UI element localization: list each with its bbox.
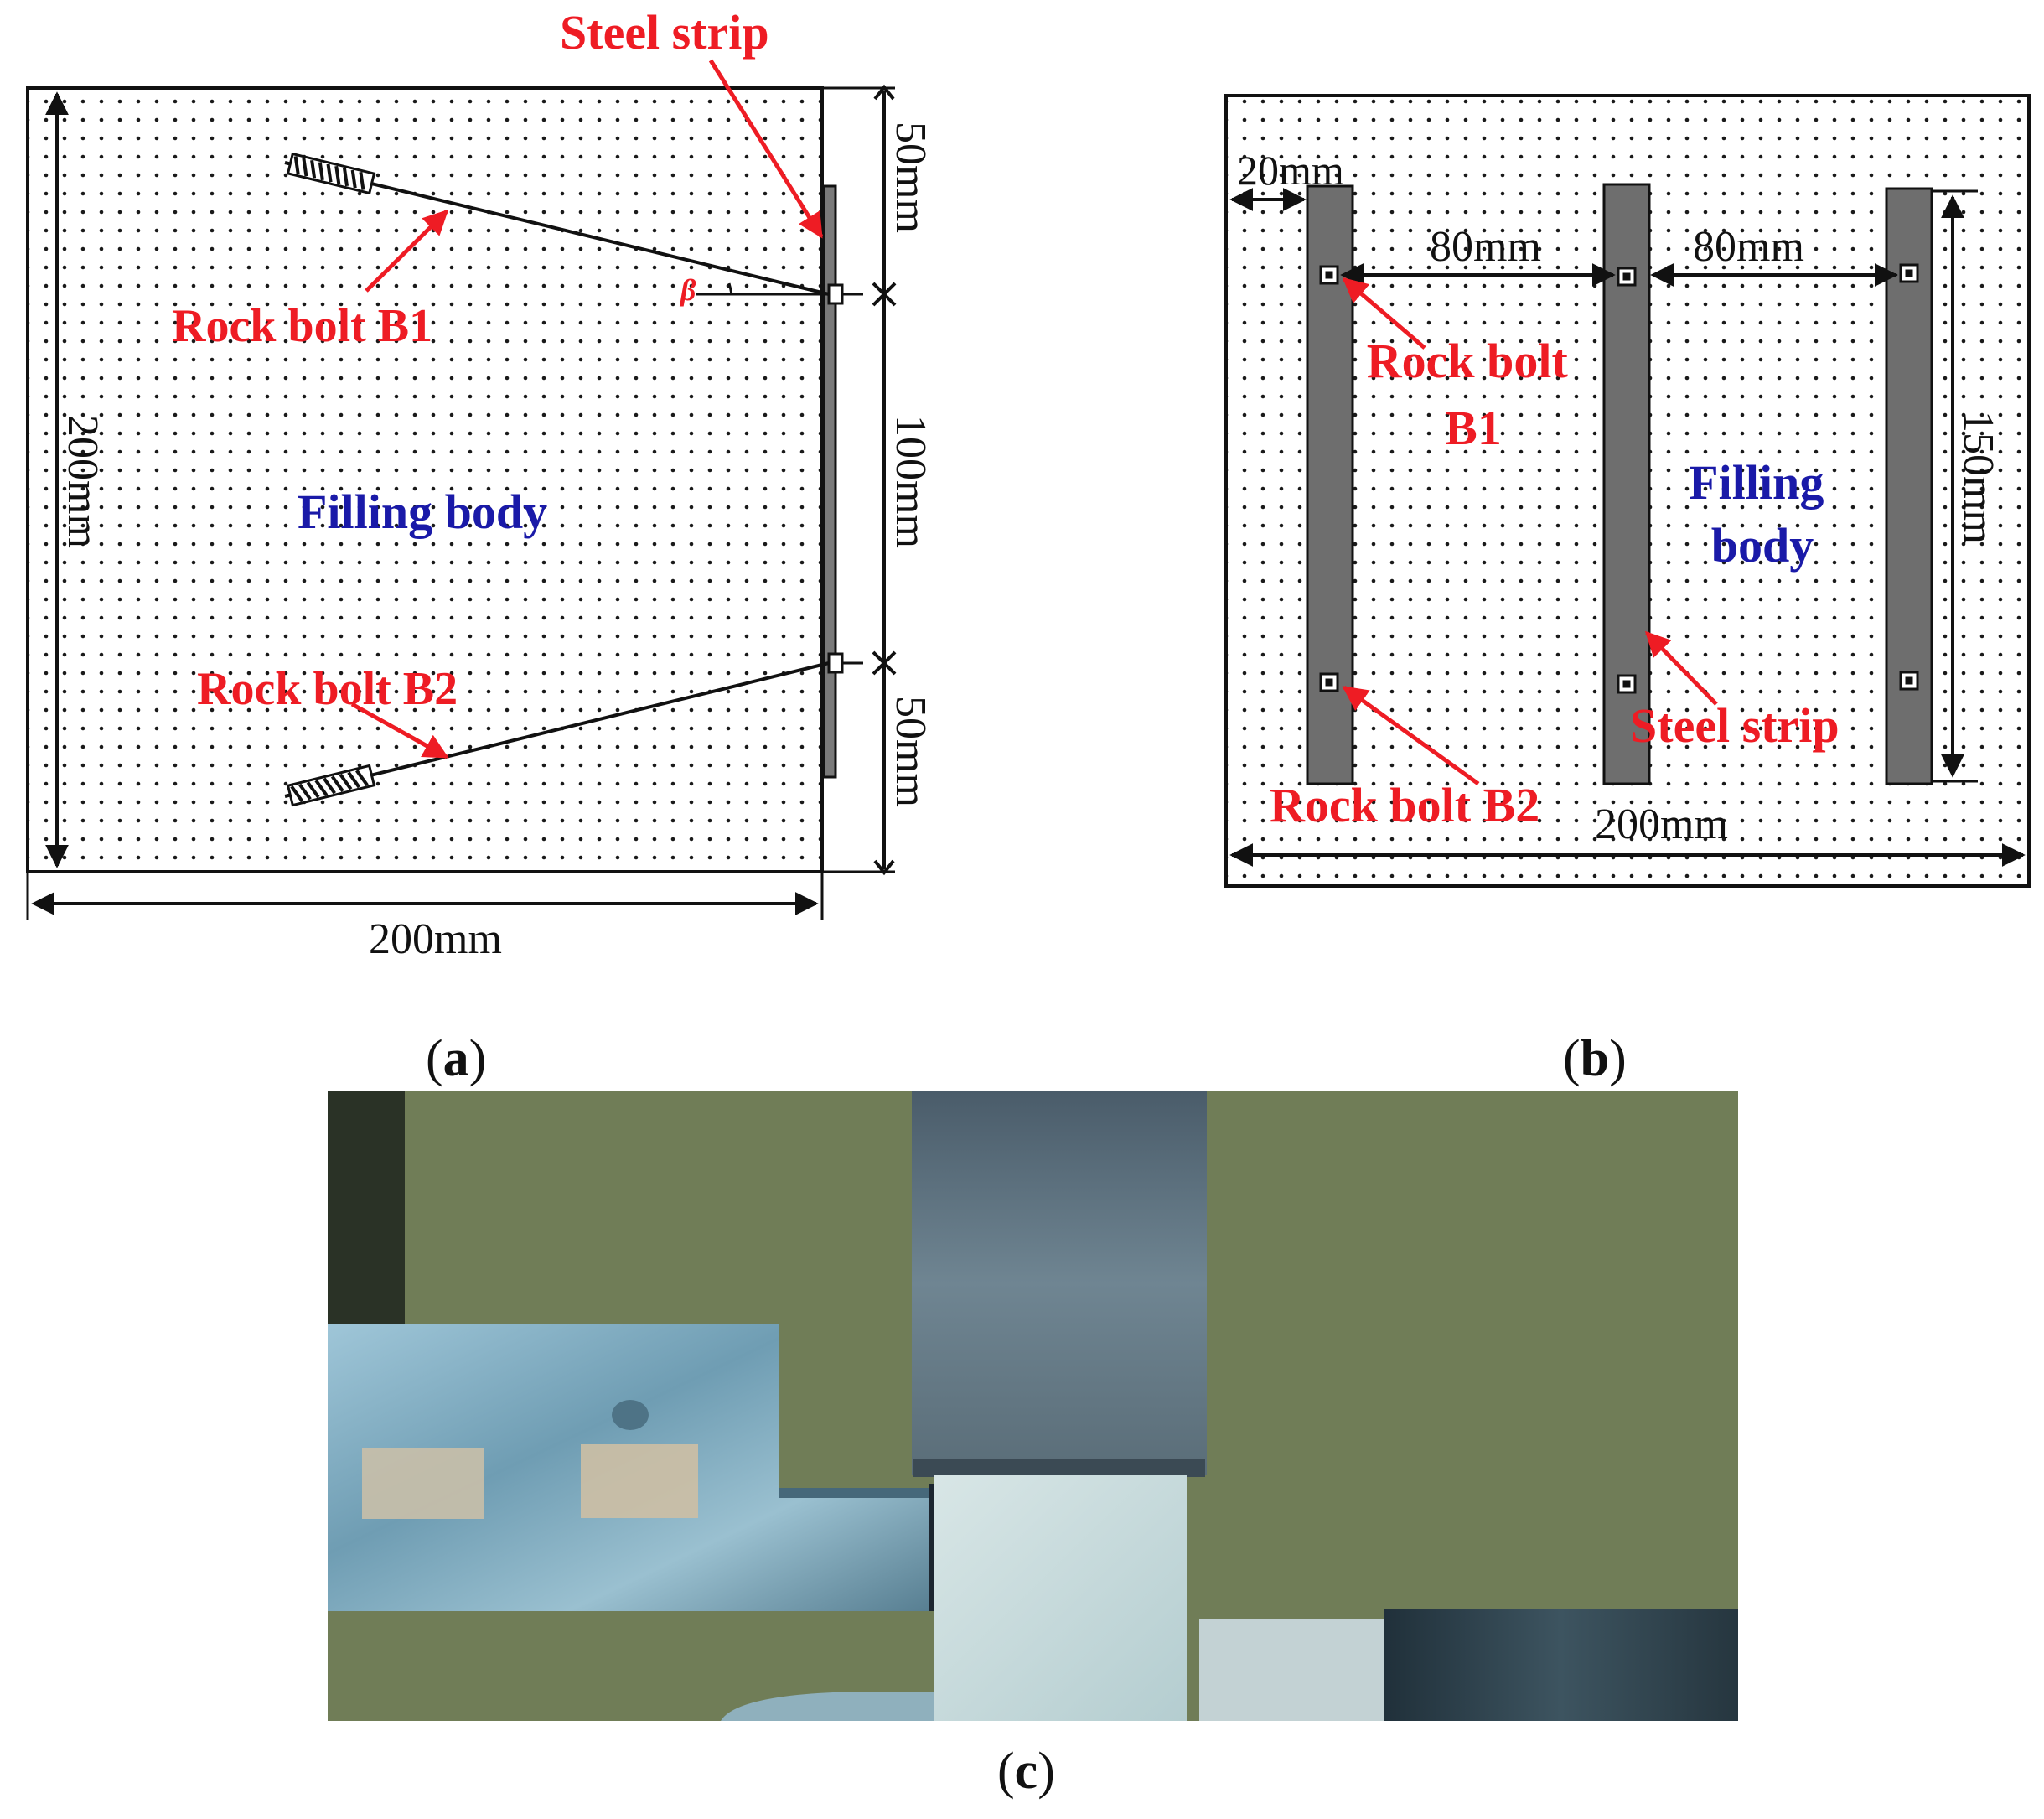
panel-b-rock-bolt-b2-arrow [1342, 685, 1480, 786]
panel-a-rock-bolt-b2 [284, 661, 830, 798]
panel-a-rock-bolt-b1-arrow [365, 209, 449, 293]
panel-a-filling-body-label: Filling body [298, 485, 547, 539]
panel-a-steel-strip-arrow [708, 59, 824, 239]
panel-b-steel-strip-label: Steel strip [1630, 698, 1840, 753]
panel-a-dim-top: 50mm [887, 122, 934, 233]
panel-a-dim-height: 200mm [59, 415, 106, 548]
panel-b-dim-gap-1: 80mm [1430, 223, 1541, 271]
panel-a-filling-body-block [26, 86, 824, 873]
panel-b-dim-gap-2: 80mm [1693, 223, 1804, 271]
panel-a-bolt-b2-head [827, 652, 844, 674]
panel-b-diagram: 20mm 80mm 80mm 150mm 200mm Rock bolt B1 … [1224, 94, 2031, 1087]
panel-b-rock-bolt-b1-arrow [1342, 277, 1426, 350]
photo-right-dark-block [1384, 1609, 1738, 1721]
panel-a-rock-bolt-b1 [284, 161, 830, 296]
panel-b-caption: (b) [1563, 1030, 1627, 1087]
panel-b-steel-strip-arrow [1644, 630, 1718, 706]
panel-a-dim-middle: 100mm [887, 415, 934, 548]
panel-a-dim-bottom: 50mm [887, 696, 934, 807]
panel-a-steel-strip-label: Steel strip [560, 5, 769, 60]
panel-b-dim-width: 200mm [1595, 801, 1728, 848]
panel-a-steel-strip [822, 184, 837, 779]
photo-specimen-block [934, 1475, 1187, 1721]
panel-a-rock-bolt-b2-arrow [350, 702, 449, 759]
panel-b-filling-body-label: Filling body [1689, 455, 1836, 573]
panel-a-rock-bolt-b1-label: Rock bolt B1 [172, 300, 432, 352]
panel-a-bolt-b2-anchor [286, 764, 376, 807]
photo-label-tag-2 [581, 1444, 698, 1518]
panel-b-dim-edge: 20mm [1237, 147, 1344, 194]
photo-top-loading-plate [912, 1091, 1207, 1475]
panel-a-angle-beta: β [679, 273, 696, 307]
panel-a-diagram: β 50mm 100mm 50mm 200mm 200mm Steel stri… [26, 5, 934, 1087]
panel-a-dim-width: 200mm [369, 915, 502, 963]
panel-c-caption: (c) [997, 1743, 1055, 1800]
panel-b-rock-bolt-b1-label: Rock bolt B1 [1367, 334, 1581, 455]
panel-a-caption: (a) [426, 1030, 486, 1087]
panel-c-photo: (c) [328, 1091, 1738, 1800]
panel-a-rock-bolt-b2-label: Rock bolt B2 [197, 663, 458, 715]
panel-a-bolt-b1-anchor [286, 152, 376, 195]
panel-b-dim-strip-length: 150mm [1954, 411, 2002, 544]
photo-bottom-right-block [1199, 1619, 1384, 1721]
panel-a-bolt-b1-head [827, 283, 844, 305]
panel-b-bolt-heads [1319, 263, 1919, 694]
photo-label-tag-1 [362, 1448, 484, 1519]
panel-b-rock-bolt-b2-label: Rock bolt B2 [1270, 778, 1539, 832]
